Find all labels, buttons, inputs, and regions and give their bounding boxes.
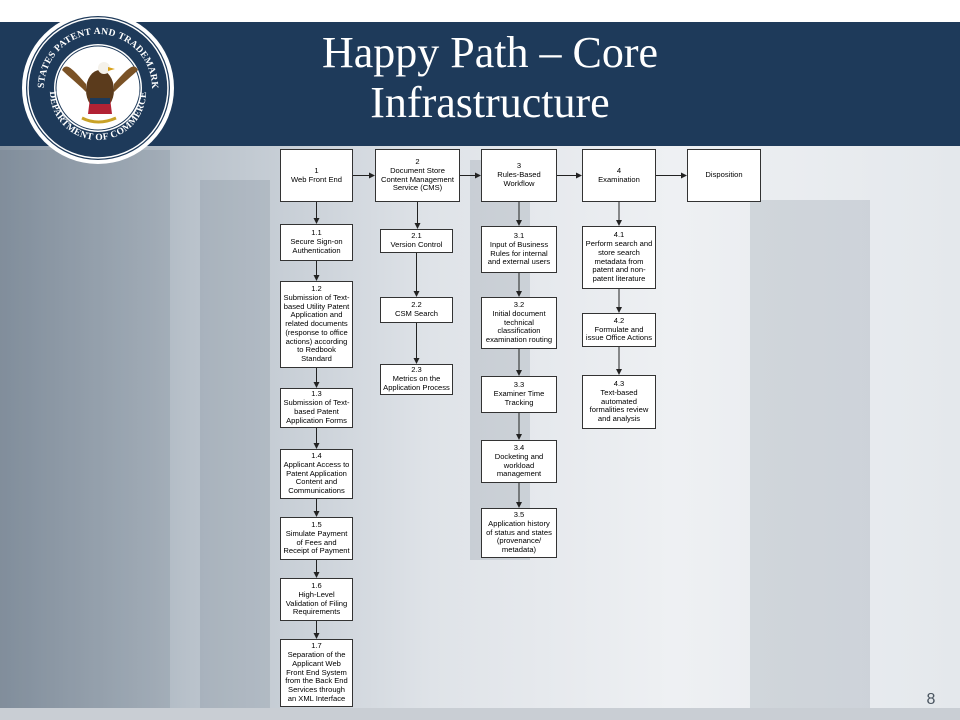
node-3-1: 3.1 Input of Business Rules for internal… (481, 226, 557, 273)
node-2: 2 Document Store Content Management Serv… (375, 149, 460, 202)
title-line-1: Happy Path – Core (321, 28, 659, 77)
node-1-2: 1.2 Submission of Text-based Utility Pat… (280, 281, 353, 368)
node-1-3: 1.3 Submission of Text-based Patent Appl… (280, 388, 353, 428)
node-3-4: 3.4 Docketing and workload management (481, 440, 557, 483)
node-3-2: 3.2 Initial document technical classific… (481, 297, 557, 349)
node-disposition: Disposition (687, 149, 761, 202)
node-4: 4 Examination (582, 149, 656, 202)
node-2-2: 2.2 CSM Search (380, 297, 453, 323)
node-2-1: 2.1 Version Control (380, 229, 453, 253)
node-1-1: 1.1 Secure Sign-on Authentication (280, 224, 353, 261)
bottom-strip (0, 708, 960, 720)
node-1-5: 1.5 Simulate Payment of Fees and Receipt… (280, 517, 353, 560)
node-1-7: 1.7 Separation of the Applicant Web Fron… (280, 639, 353, 707)
slide-title: Happy Path – Core Infrastructure (190, 28, 790, 128)
top-strip (0, 0, 960, 22)
node-4-3: 4.3 Text-based automated formalities rev… (582, 375, 656, 429)
node-4-1: 4.1 Perform search and store search meta… (582, 226, 656, 289)
node-1-4: 1.4 Applicant Access to Patent Applicati… (280, 449, 353, 499)
title-line-2: Infrastructure (370, 78, 610, 127)
node-4-2: 4.2 Formulate and issue Office Actions (582, 313, 656, 347)
node-3: 3 Rules-Based Workflow (481, 149, 557, 202)
node-3-5: 3.5 Application history of status and st… (481, 508, 557, 558)
uspto-seal-logo: UNITED STATES PATENT AND TRADEMARK OFFIC… (20, 10, 174, 164)
node-1-6: 1.6 High-Level Validation of Filing Requ… (280, 578, 353, 621)
node-1: 1 Web Front End (280, 149, 353, 202)
node-2-3: 2.3 Metrics on the Application Process (380, 364, 453, 395)
node-3-3: 3.3 Examiner Time Tracking (481, 376, 557, 413)
page-number: 8 (926, 691, 936, 708)
